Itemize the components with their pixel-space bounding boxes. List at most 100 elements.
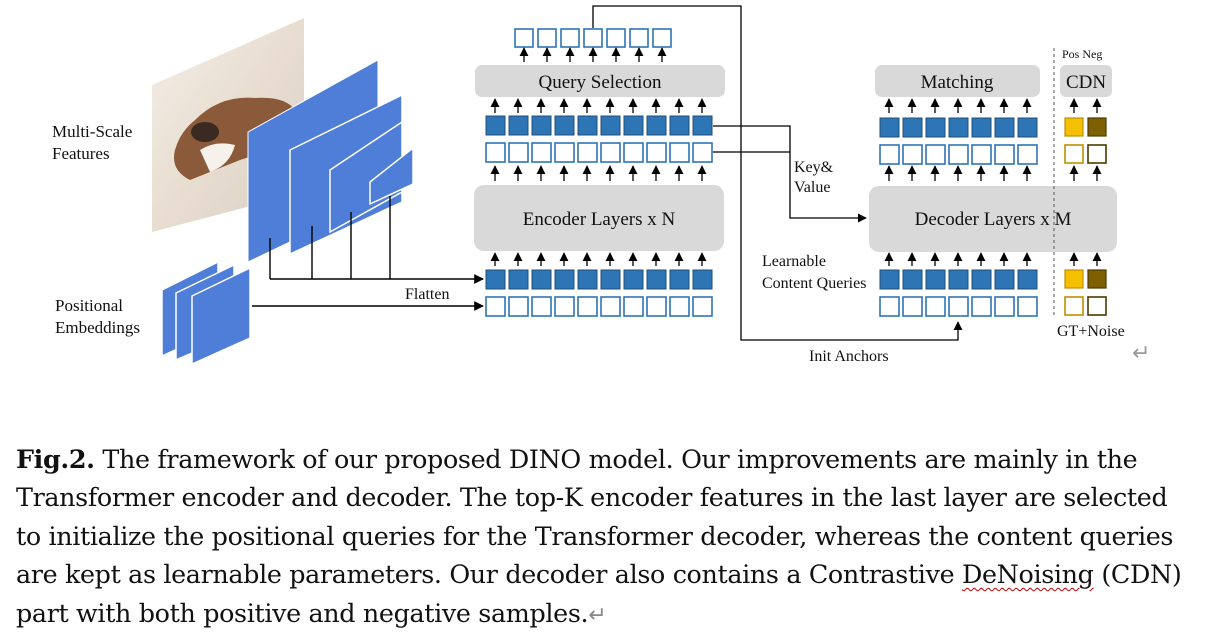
token-square (1017, 117, 1038, 138)
token-square (994, 269, 1015, 290)
token-square (554, 296, 575, 317)
token-square (1017, 296, 1038, 317)
token-square (577, 269, 598, 290)
token-square (485, 115, 506, 136)
token-square (902, 144, 923, 165)
token-square (902, 117, 923, 138)
token-square (1017, 269, 1038, 290)
token-square (948, 117, 969, 138)
token-square (669, 115, 690, 136)
token-square (669, 142, 690, 163)
cdn-token-square (1087, 117, 1107, 137)
token-square (600, 296, 621, 317)
token-square (623, 296, 644, 317)
cdn-token-square (1064, 269, 1084, 289)
token-square (1017, 144, 1038, 165)
cdn-token-square (1064, 296, 1084, 316)
encoder-output-position-tokens (485, 142, 713, 163)
learnable-label-line2: Content Queries (762, 275, 866, 292)
decoder-layers-box (869, 186, 1117, 252)
token-square (971, 117, 992, 138)
token-square (531, 115, 552, 136)
caption-return-mark-icon: ↵ (588, 602, 607, 628)
cdn-box (1060, 65, 1112, 97)
dino-framework-diagram: Multi-Scale Features Positional Embeddin… (52, 5, 1150, 366)
token-square (971, 144, 992, 165)
learnable-label-line1: Learnable (762, 253, 826, 270)
token-square (879, 117, 900, 138)
token-square (948, 296, 969, 317)
token-square (577, 115, 598, 136)
token-square (623, 142, 644, 163)
token-square (554, 269, 575, 290)
decoder-learnable-content-tokens (879, 269, 1038, 290)
token-square (902, 296, 923, 317)
token-square (646, 142, 667, 163)
multi-scale-label-line2: Features (52, 144, 110, 163)
pos-neg-label: Pos Neg (1062, 47, 1102, 61)
token-square (508, 296, 529, 317)
figure-caption: Fig.2. The framework of our proposed DIN… (16, 440, 1196, 635)
token-square (646, 269, 667, 290)
cdn-token-square (1087, 296, 1107, 316)
init-anchors-label: Init Anchors (809, 348, 889, 365)
token-square (537, 28, 557, 48)
cdn-label: CDN (1066, 72, 1106, 93)
token-square (531, 296, 552, 317)
token-square (994, 296, 1015, 317)
token-square (646, 115, 667, 136)
token-square (508, 142, 529, 163)
token-square (560, 28, 580, 48)
query-selection-box (475, 65, 725, 97)
token-square (902, 269, 923, 290)
token-square (514, 28, 534, 48)
flatten-label: Flatten (405, 286, 449, 303)
matching-box (875, 65, 1040, 97)
token-square (646, 296, 667, 317)
encoder-layers-label: Encoder Layers x N (523, 209, 676, 230)
cdn-token-square (1087, 269, 1107, 289)
token-square (531, 142, 552, 163)
token-square (508, 115, 529, 136)
caption-text-part1: The framework of our proposed DINO model… (16, 444, 1174, 590)
token-square (669, 269, 690, 290)
token-square (583, 28, 603, 48)
token-square (692, 269, 713, 290)
token-square (629, 28, 649, 48)
return-mark-icon: ↵ (1132, 341, 1150, 366)
encoder-layers-box (474, 185, 724, 251)
token-square (531, 269, 552, 290)
token-square (600, 115, 621, 136)
token-square (623, 269, 644, 290)
key-value-label-line1: Key& (794, 159, 834, 176)
token-square (669, 296, 690, 317)
token-square (879, 269, 900, 290)
token-square (971, 269, 992, 290)
caption-text-part2: (CDN) part with both positive and negati… (16, 559, 1182, 628)
token-square (994, 144, 1015, 165)
encoder-output-content-tokens (485, 115, 713, 136)
token-square (623, 115, 644, 136)
token-square (485, 296, 506, 317)
token-square (692, 115, 713, 136)
token-square (485, 142, 506, 163)
token-square (577, 142, 598, 163)
token-square (971, 296, 992, 317)
matching-label: Matching (921, 72, 994, 93)
token-square (925, 296, 946, 317)
multi-scale-feature-maps (247, 59, 414, 263)
query-selection-label: Query Selection (539, 72, 662, 93)
token-square (948, 269, 969, 290)
multi-scale-label-line1: Multi-Scale (52, 122, 132, 141)
token-square (508, 269, 529, 290)
token-square (692, 142, 713, 163)
cdn-tokens (1064, 117, 1107, 316)
token-square (925, 269, 946, 290)
caption-denoising-word: DeNoising (961, 559, 1094, 590)
token-square (948, 144, 969, 165)
token-square (485, 269, 506, 290)
encoder-input-content-tokens (485, 269, 713, 290)
figure-number: Fig.2. (16, 444, 95, 474)
token-square (554, 142, 575, 163)
token-square (554, 115, 575, 136)
